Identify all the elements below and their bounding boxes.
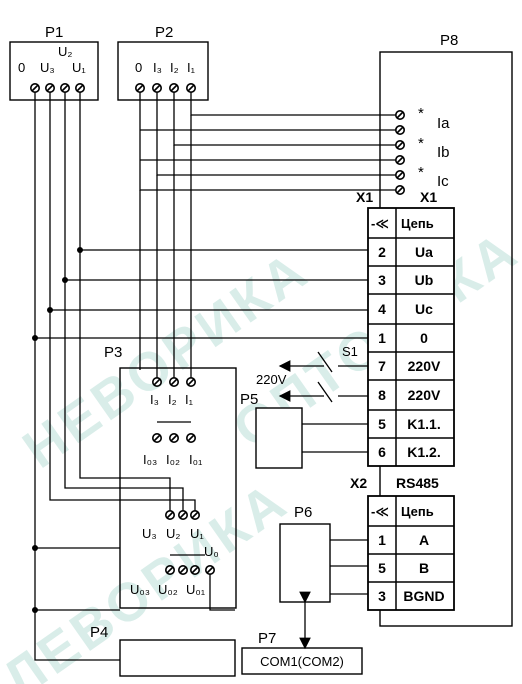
x2-row-num: 1 — [378, 532, 386, 548]
x1-row-num: 1 — [378, 330, 386, 346]
x1-row-name: 0 — [420, 330, 428, 346]
p3-label: P3 — [104, 344, 122, 361]
p3-u02: U₀₂ — [158, 582, 178, 597]
wire-p1-u2 — [64, 88, 184, 515]
x1-header-icon: -≪ — [371, 216, 389, 231]
p3-u03: U₀₃ — [130, 582, 150, 597]
p1-pin-u1: U₁ — [72, 60, 86, 75]
x2-label: X2 — [350, 475, 367, 491]
wires — [34, 88, 400, 661]
p1-pin-0: 0 — [18, 60, 25, 75]
p6-box — [279, 523, 331, 603]
x2-row-name: A — [419, 532, 429, 548]
p2-pin-i3: I₃ — [153, 60, 162, 75]
p8-ia: Ia — [437, 115, 450, 132]
p3-u2: U₂ — [166, 526, 180, 541]
p8-ib-mark: * — [418, 135, 424, 152]
x1-row-num: 7 — [378, 358, 386, 374]
p2-pin-i1: I₁ — [187, 60, 196, 75]
p3-u0: U₀ — [204, 544, 219, 559]
x2-row-num: 3 — [378, 588, 386, 604]
x1-row-num: 6 — [378, 444, 386, 460]
p2-pin-0: 0 — [135, 60, 142, 75]
p8-ia-mark: * — [418, 105, 424, 122]
p3-i2: I₂ — [168, 392, 177, 407]
wire-p1-u3 — [49, 88, 196, 515]
p8-ic-mark: * — [418, 164, 424, 181]
rs485-label: RS485 — [396, 475, 439, 491]
p2-pin-i2: I₂ — [170, 60, 179, 75]
p1-pin-u2: U₂ — [58, 44, 72, 59]
junction-dots — [32, 247, 83, 613]
p7-port-text: COM1(COM2) — [260, 654, 344, 669]
p7-label: P7 — [258, 630, 276, 647]
p4-box — [119, 639, 236, 677]
x1-row-name: Ub — [415, 272, 434, 288]
p8-ib: Ib — [437, 144, 450, 161]
x1-row-name: 220V — [408, 358, 441, 374]
p4-label: P4 — [90, 624, 108, 641]
x1-left-label: X1 — [356, 189, 373, 205]
p6-label: P6 — [294, 504, 312, 521]
p8-ic: Ic — [437, 173, 449, 190]
p1-pin-u3: U₃ — [40, 60, 55, 75]
switch-blade-1 — [317, 351, 333, 373]
x1-row-num: 3 — [378, 272, 386, 288]
x1-row-name: K1.2. — [407, 444, 440, 460]
switch-label: S1 — [342, 344, 358, 359]
switch-voltage: 220V — [256, 372, 287, 387]
wire-i1 — [190, 88, 400, 116]
p5-box — [255, 407, 303, 469]
x1-row-num: 5 — [378, 416, 386, 432]
x1-row-name: Uc — [415, 301, 433, 317]
switch-blade-2 — [317, 381, 333, 403]
x2-row-num: 5 — [378, 560, 386, 576]
x2-row-name: B — [419, 560, 429, 576]
wire-u0 — [209, 570, 235, 611]
p2-label: P2 — [155, 24, 173, 41]
x1-header-label: Цепь — [401, 216, 434, 231]
x1-row-num: 4 — [378, 301, 386, 317]
x2-table: -≪ Цепь 1 A 5 B 3 BGND — [367, 495, 455, 611]
wire-i3 — [156, 88, 400, 176]
x2-header-label: Цепь — [401, 504, 434, 519]
x1-right-label: X1 — [420, 189, 437, 205]
p3-u1: U₁ — [190, 526, 204, 541]
p8-label: P8 — [440, 32, 458, 49]
p3-i3: I₃ — [150, 392, 159, 407]
x1-row-num: 8 — [378, 387, 386, 403]
x1-row-name: Ua — [415, 244, 433, 260]
p3-i01: I₀₁ — [189, 452, 203, 467]
p3-i03: I₀₃ — [143, 452, 157, 467]
p3-i1: I₁ — [185, 392, 194, 407]
p3-u3: U₃ — [142, 526, 157, 541]
p3-u01: U₀₁ — [186, 582, 206, 597]
x2-row-name: BGND — [403, 588, 444, 604]
x1-row-num: 2 — [378, 244, 386, 260]
x1-table: -≪ Цепь 2 Ua 3 Ub 4 Uc 1 0 7 220V 8 220V… — [367, 207, 455, 467]
wire-p1-u1 — [79, 88, 171, 515]
p5-label: P5 — [240, 391, 258, 408]
p3-i02: I₀₂ — [166, 452, 180, 467]
x1-row-name: 220V — [408, 387, 441, 403]
wire-p4 — [34, 610, 120, 661]
x1-row-name: K1.1. — [407, 416, 440, 432]
x2-header-icon: -≪ — [371, 504, 389, 519]
p1-label: P1 — [45, 24, 63, 41]
